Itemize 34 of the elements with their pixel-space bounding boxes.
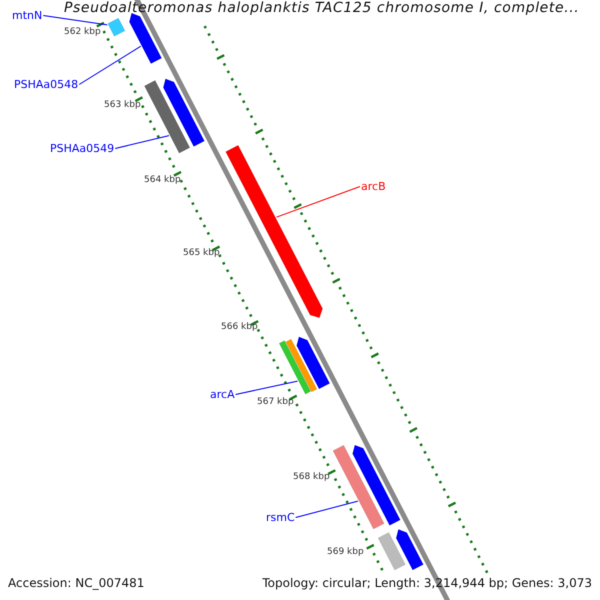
gene-bar xyxy=(352,444,401,526)
gene-bar xyxy=(108,18,126,37)
tick-label: 567 kbp xyxy=(257,397,294,407)
genome-info-text: Topology: circular; Length: 3,214,944 bp; Genes: 3,073 xyxy=(262,576,592,590)
gene-bar xyxy=(129,12,162,64)
gene-bar xyxy=(396,529,424,570)
leader-line xyxy=(114,135,170,149)
tick-label: 566 kbp xyxy=(221,322,258,332)
gene-label: arcB xyxy=(361,180,386,193)
leader-line xyxy=(235,380,298,395)
tick-label: 563 kbp xyxy=(104,100,141,110)
title: Pseudoalteromonas haloplanktis TAC125 chromosome I, complete... xyxy=(64,0,580,16)
gene-bar xyxy=(332,444,384,530)
gene-bar xyxy=(144,80,190,154)
leader-line xyxy=(42,15,108,26)
tick-label: 562 kbp xyxy=(64,27,101,37)
gene-label: PSHAa0549 xyxy=(50,142,114,155)
accession-text: Accession: NC_007481 xyxy=(8,576,144,590)
leader-line xyxy=(276,186,360,218)
tick-label: 568 kbp xyxy=(293,472,330,482)
gene-bar xyxy=(296,336,330,390)
tick-label: 564 kbp xyxy=(144,175,181,185)
gene-label: rsmC xyxy=(266,511,295,524)
gene-bar xyxy=(278,340,311,394)
gene-bar xyxy=(163,78,205,147)
gene-bar xyxy=(225,145,323,318)
gene-label: PSHAa0548 xyxy=(14,78,78,91)
leader-line xyxy=(295,500,358,518)
gene-bar xyxy=(378,532,406,570)
gene-bar xyxy=(285,338,318,392)
gene-label: arcA xyxy=(210,388,235,401)
gene-label: mtnN xyxy=(12,9,42,22)
tick-label: 569 kbp xyxy=(327,547,364,557)
leader-line xyxy=(78,46,142,85)
